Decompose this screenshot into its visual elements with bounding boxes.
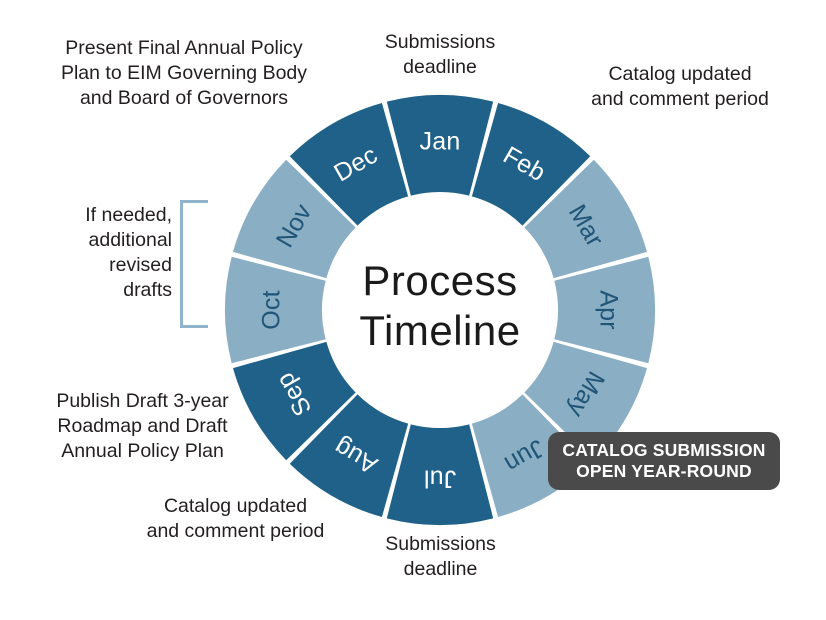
donut-segment-oct[interactable]: [225, 256, 326, 364]
donut-segment-jul[interactable]: [386, 424, 494, 526]
center-title-line1: Process: [362, 257, 517, 304]
segment-label-oct: Oct: [258, 290, 286, 330]
donut-segment-jan[interactable]: [386, 95, 494, 196]
annotation-january: Submissions deadline: [384, 31, 496, 78]
segment-label-jan: Jan: [420, 128, 461, 156]
annotation-september: Publish Draft 3-year Roadmap and Draft A…: [56, 390, 229, 462]
donut-segment-feb[interactable]: [471, 102, 591, 226]
segment-label-apr: Apr: [595, 290, 623, 330]
annotation-july: Submissions deadline: [385, 533, 496, 580]
donut-segment-dec[interactable]: [289, 102, 409, 226]
callout-catalog-submission: CATALOG SUBMISSION OPEN YEAR-ROUND: [548, 432, 780, 490]
donut-segment-apr[interactable]: [554, 256, 655, 364]
annotation-august: Catalog updated and comment period: [146, 495, 325, 542]
donut-segment-may[interactable]: [524, 341, 648, 461]
annotation-december: Present Final Annual Policy Plan to EIM …: [60, 37, 308, 109]
donut-segments: [225, 95, 655, 526]
bracket-marker: [180, 200, 208, 328]
donut-segment-aug[interactable]: [289, 394, 409, 518]
donut-segment-sep[interactable]: [232, 341, 356, 461]
annotation-february: Catalog updated and comment period: [591, 63, 769, 110]
segment-label-jul: Jul: [424, 465, 457, 493]
donut-segment-mar[interactable]: [524, 159, 648, 279]
donut-segment-nov[interactable]: [232, 159, 356, 279]
center-title-line2: Timeline: [359, 307, 520, 354]
annotation-october-november: If needed, additional revised drafts: [85, 204, 172, 301]
